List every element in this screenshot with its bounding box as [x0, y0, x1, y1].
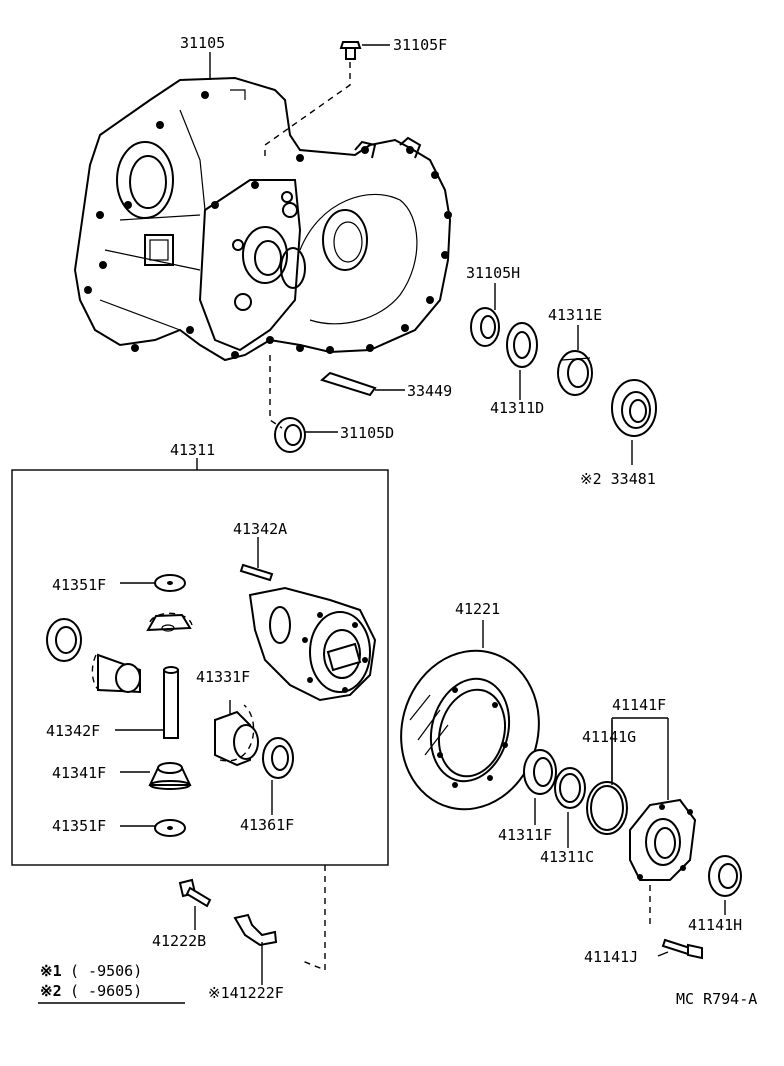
- transaxle-case-31105: [73, 76, 452, 362]
- legend: ※1 ( -9506) ※2 ( -9605): [40, 962, 142, 1000]
- label-31105: 31105: [180, 34, 225, 52]
- differential-case-41311: [248, 586, 377, 702]
- thrust-washer-left: [46, 618, 82, 662]
- label-41351F-top: 41351F: [52, 576, 106, 594]
- label-41351F-bottom: 41351F: [52, 817, 106, 835]
- label-41141J: 41141J: [584, 948, 638, 966]
- label-31105H: 31105H: [466, 264, 520, 282]
- bearing-41311F: [523, 749, 557, 795]
- legend-range-1: ( -9506): [70, 962, 142, 980]
- label-33449: 33449: [407, 382, 452, 400]
- side-gear-41341F: [148, 762, 192, 790]
- legend-range-2: ( -9605): [70, 982, 142, 1000]
- label-41311D: 41311D: [490, 399, 544, 417]
- oil-seal-31105H: [470, 307, 500, 347]
- differential-case-box-41311: [11, 469, 389, 866]
- label-41341F: 41341F: [52, 764, 106, 782]
- pinion-gear-41331F: [214, 704, 259, 767]
- label-41331F: 41331F: [196, 668, 250, 686]
- label-41222B: 41222B: [152, 932, 206, 950]
- label-33481: ※2 33481: [580, 470, 656, 488]
- plate-33449: [319, 371, 377, 397]
- shim-41311C: [554, 767, 586, 809]
- label-41311E: 41311E: [548, 306, 602, 324]
- ring-gear-41221: [400, 649, 540, 811]
- label-41342A: 41342A: [233, 520, 287, 538]
- label-31105D: 31105D: [340, 424, 394, 442]
- label-41311F: 41311F: [498, 826, 552, 844]
- label-41222F: ※141222F: [208, 984, 284, 1002]
- washer-41351F-top: [154, 574, 186, 592]
- oil-seal-41141H: [708, 855, 742, 897]
- label-31105F: 31105F: [393, 36, 447, 54]
- label-41221: 41221: [455, 600, 500, 618]
- label-41361F: 41361F: [240, 816, 294, 834]
- label-41311: 41311: [170, 441, 215, 459]
- label-41141G: 41141G: [582, 728, 636, 746]
- o-ring-41141G: [586, 781, 628, 835]
- bearing-retainer-41141F: [629, 798, 697, 881]
- leader-lines: [38, 44, 726, 1004]
- thrust-washer-41361F: [262, 737, 294, 779]
- legend-mark-1: ※1: [40, 962, 62, 980]
- shaft-41342F: [163, 666, 179, 739]
- label-41342F: 41342F: [46, 722, 100, 740]
- legend-mark-2: ※2: [40, 982, 62, 1000]
- washer-41351F-bottom: [154, 819, 186, 837]
- pinion-gear-left: [91, 653, 141, 694]
- pin-41342A: [239, 563, 274, 582]
- label-41311C: 41311C: [540, 848, 594, 866]
- label-41141H: 41141H: [688, 916, 742, 934]
- side-gear-upper: [146, 612, 193, 632]
- oil-seal-33481: [611, 379, 657, 437]
- shim-41311D: [506, 322, 538, 368]
- figure-code: MC R794-A: [676, 990, 757, 1008]
- lock-plate-41222F: [233, 913, 278, 947]
- oil-seal-31105D: [274, 417, 306, 453]
- callout-labels: 31105 31105F 31105H 41311E 33449 41311D …: [46, 34, 742, 1002]
- bolt-41222B: [178, 878, 212, 908]
- bolt-31105F: [339, 41, 362, 60]
- bearing-41311E: [557, 350, 593, 396]
- label-41141F: 41141F: [612, 696, 666, 714]
- bolt-41141J: [661, 938, 703, 960]
